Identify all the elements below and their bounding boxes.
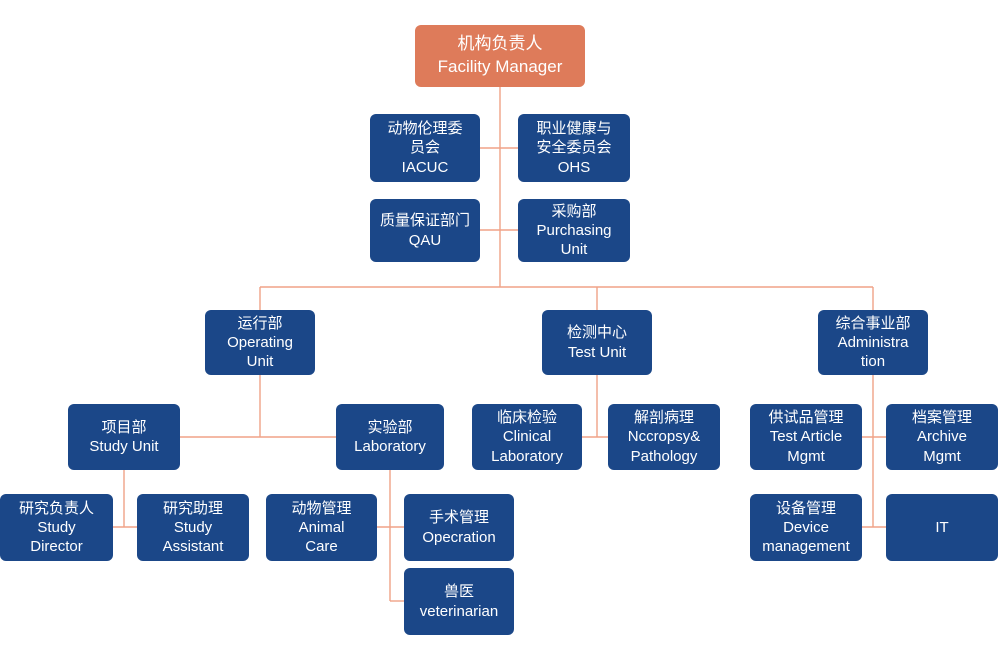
node-operation: 手术管理 Opecration [404,494,514,561]
node-qau: 质量保证部门 QAU [370,199,480,262]
node-laboratory: 实验部 Laboratory [336,404,444,470]
node-operating-unit: 运行部 Operating Unit [205,310,315,375]
node-test-article-mgmt: 供试品管理 Test Article Mgmt [750,404,862,470]
node-device-management: 设备管理 Device management [750,494,862,561]
node-ohs: 职业健康与 安全委员会 OHS [518,114,630,182]
node-iacuc: 动物伦理委 员会 IACUC [370,114,480,182]
node-necropsy-pathology: 解剖病理 Nccropsy& Pathology [608,404,720,470]
node-purchasing-unit: 采购部 Purchasing Unit [518,199,630,262]
node-it: IT [886,494,998,561]
node-study-assistant: 研究助理 Study Assistant [137,494,249,561]
node-veterinarian: 兽医 veterinarian [404,568,514,635]
node-study-director: 研究负责人 Study Director [0,494,113,561]
node-test-unit: 检测中心 Test Unit [542,310,652,375]
node-study-unit: 项目部 Study Unit [68,404,180,470]
node-archive-mgmt: 档案管理 Archive Mgmt [886,404,998,470]
node-animal-care: 动物管理 Animal Care [266,494,377,561]
node-administration: 综合事业部 Administra tion [818,310,928,375]
node-clinical-laboratory: 临床检验 Clinical Laboratory [472,404,582,470]
node-facility-manager: 机构负责人 Facility Manager [415,25,585,87]
